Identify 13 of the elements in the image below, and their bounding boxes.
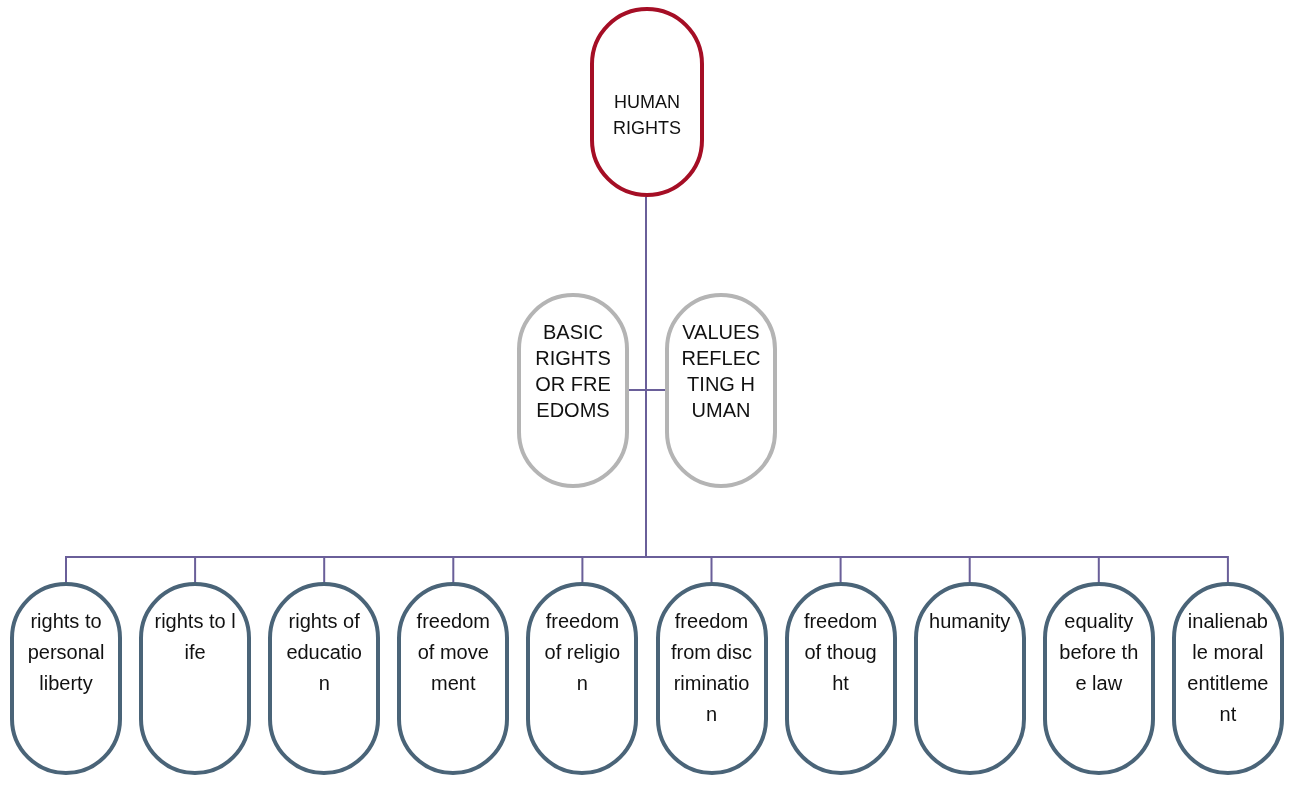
node-label: rights to personal liberty	[26, 609, 106, 696]
node-label: freedom of movement	[415, 609, 491, 696]
node-label: inalienable moral entitlement	[1186, 609, 1269, 727]
node-label: freedom of thought	[802, 609, 879, 696]
node-label: humanity	[928, 609, 1011, 634]
node-label: rights to life	[154, 609, 237, 665]
node-label: BASIC RIGHTS OR FREEDOMS	[534, 320, 612, 423]
node-label: rights of education	[285, 609, 363, 696]
node-label: VALUES REFLECTING HUMAN	[681, 320, 761, 423]
node-label: freedom of religion	[543, 609, 622, 696]
node-label: freedom from discrimination	[670, 609, 753, 727]
node-label: equality before the law	[1058, 609, 1140, 696]
node-label: HUMAN RIGHTS	[612, 91, 682, 141]
